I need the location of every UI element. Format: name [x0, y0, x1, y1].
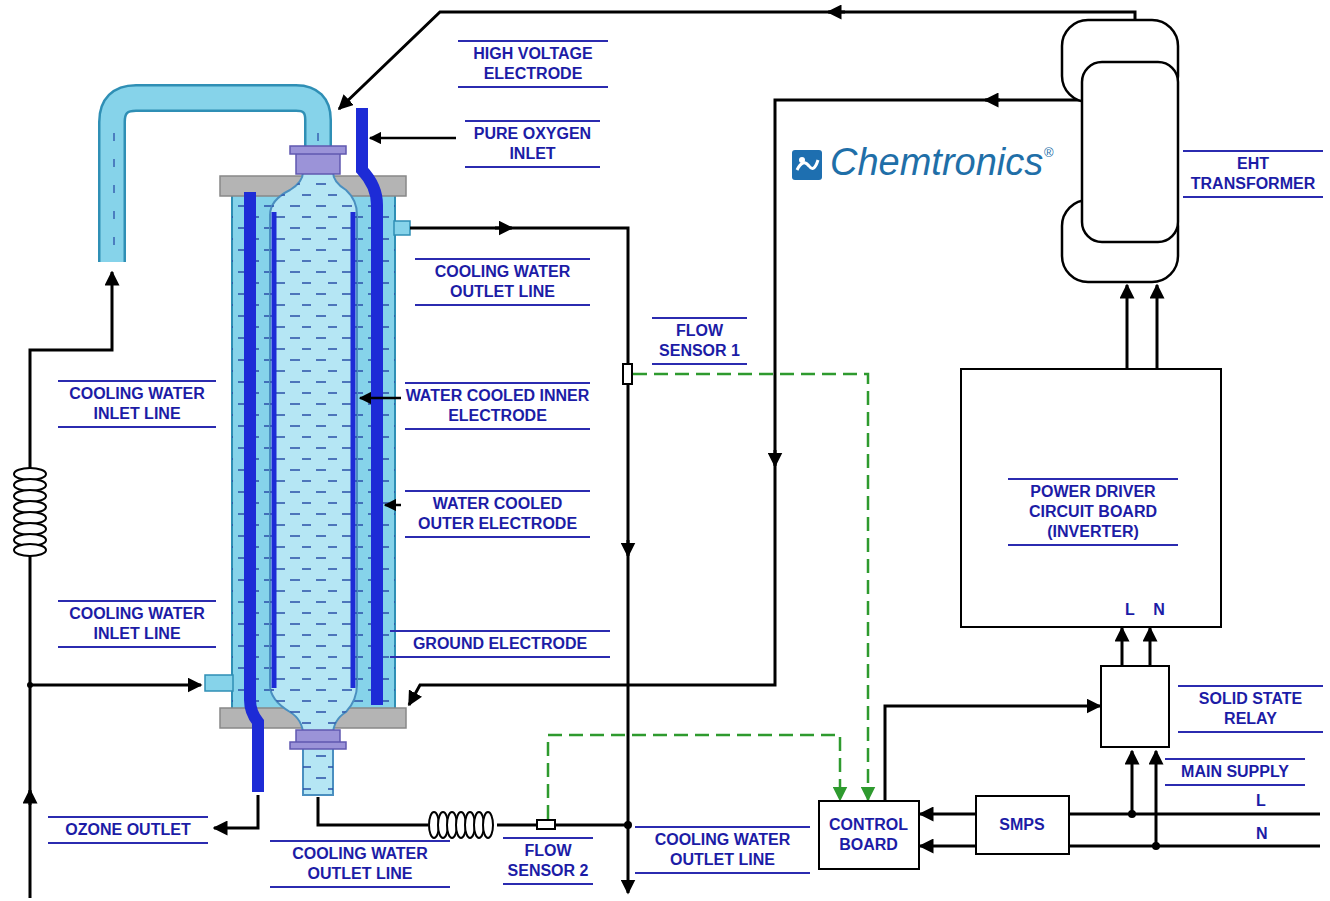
component-label: FLOW SENSOR 1 [652, 317, 747, 365]
illustration-part [799, 157, 805, 163]
illustration-part [792, 150, 822, 180]
circuit-box: POWER DRIVER CIRCUIT BOARD (INVERTER) LN [960, 368, 1222, 628]
callout-label: OZONE OUTLET [48, 816, 208, 844]
component-label: CONTROL BOARD [824, 815, 913, 855]
illustration-part [30, 685, 201, 898]
illustration-part [214, 795, 258, 828]
illustration-part [27, 682, 33, 688]
component-label: EHT TRANSFORMER [1183, 150, 1323, 198]
circuit-box: CONTROL BOARD [818, 800, 920, 870]
transformer-symbol: EHT TRANSFORMER [1060, 18, 1180, 285]
illustration-part [828, 11, 845, 14]
power-wire [1156, 285, 1159, 368]
illustration-part [360, 397, 401, 400]
illustration-part [410, 228, 628, 893]
illustration-part [624, 821, 632, 829]
illustration-part [1070, 845, 1320, 848]
component-label: FLOW SENSOR 2 [503, 837, 593, 885]
circuit-box: SMPS [975, 795, 1070, 855]
callout-label: WATER COOLED OUTER ELECTRODE [405, 490, 590, 538]
illustration-part [483, 812, 493, 838]
power-wire [1149, 628, 1152, 665]
illustration-part [385, 504, 401, 507]
flow-sensor: FLOW SENSOR 1 [622, 363, 633, 385]
illustration-part [205, 675, 233, 691]
illustration-part [29, 790, 32, 805]
illustration-part [14, 544, 46, 556]
illustration-part [1070, 813, 1320, 816]
illustration-part [497, 824, 628, 827]
illustration-part [318, 797, 428, 825]
illustration-part [270, 148, 357, 795]
callout-label: COOLING WATER INLET LINE [58, 600, 216, 648]
callout-label: HIGH VOLTAGE ELECTRODE [458, 40, 608, 88]
terminal-label: N [1151, 600, 1167, 620]
illustration-part [250, 192, 258, 792]
illustration-part [774, 450, 777, 466]
brand-logo: Chemtronics [830, 140, 1043, 184]
terminal-label: L [1122, 600, 1138, 620]
inner-glass-tube [270, 148, 357, 795]
illustration-part [272, 212, 277, 688]
component-label: SMPS [981, 815, 1063, 835]
illustration-part [290, 742, 346, 749]
illustration-part [270, 148, 357, 795]
illustration-part [627, 540, 630, 556]
illustration-part [30, 272, 112, 468]
logo-icon [792, 150, 822, 180]
flow-sensor: FLOW SENSOR 2 [536, 819, 556, 830]
callout-label: COOLING WATER INLET LINE [58, 380, 216, 428]
neck-fitting [290, 146, 346, 749]
power-wire [920, 845, 975, 848]
callout-label: PURE OXYGEN INLET [465, 120, 600, 168]
illustration-part [370, 137, 456, 140]
leader-line [360, 138, 456, 505]
transformer-outline [1060, 18, 1180, 285]
illustration-part [1152, 842, 1160, 850]
illustration-part [1128, 810, 1136, 818]
power-wire [920, 813, 975, 816]
signal-line [548, 735, 840, 819]
illustration-part [985, 99, 1000, 102]
illustration-part [351, 212, 356, 688]
callout-label: COOLING WATER OUTLET LINE [270, 840, 450, 888]
illustration-part [29, 555, 32, 685]
supply-label: MAIN SUPPLY [1165, 758, 1305, 786]
callout-label: WATER COOLED INNER ELECTRODE [405, 382, 590, 430]
power-wire [1121, 628, 1124, 665]
illustration-part [339, 12, 1135, 109]
callout-label: GROUND ELECTRODE [390, 630, 610, 658]
illustration-part [495, 227, 512, 230]
illustration-part [290, 146, 346, 154]
power-wire [1126, 285, 1129, 368]
power-wire [885, 706, 1100, 800]
line-terminal: L [1256, 791, 1266, 811]
neutral-terminal: N [1256, 824, 1268, 844]
transformer-winding [1082, 62, 1178, 242]
illustration-part [1131, 751, 1134, 814]
illustration-part [394, 221, 410, 235]
callout-label: COOLING WATER OUTLET LINE [415, 258, 590, 306]
electrode [250, 108, 377, 792]
illustration-part [362, 108, 377, 705]
callout-label: COOLING WATER OUTLET LINE [635, 826, 810, 874]
component-label: SOLID STATE RELAY [1178, 685, 1323, 733]
illustration-part [1155, 751, 1158, 846]
circuit-box: SOLID STATE RELAY [1100, 665, 1170, 748]
wire [30, 12, 1320, 898]
component-label: POWER DRIVER CIRCUIT BOARD (INVERTER) [1008, 478, 1178, 546]
trademark-mark: ® [1044, 146, 1054, 160]
